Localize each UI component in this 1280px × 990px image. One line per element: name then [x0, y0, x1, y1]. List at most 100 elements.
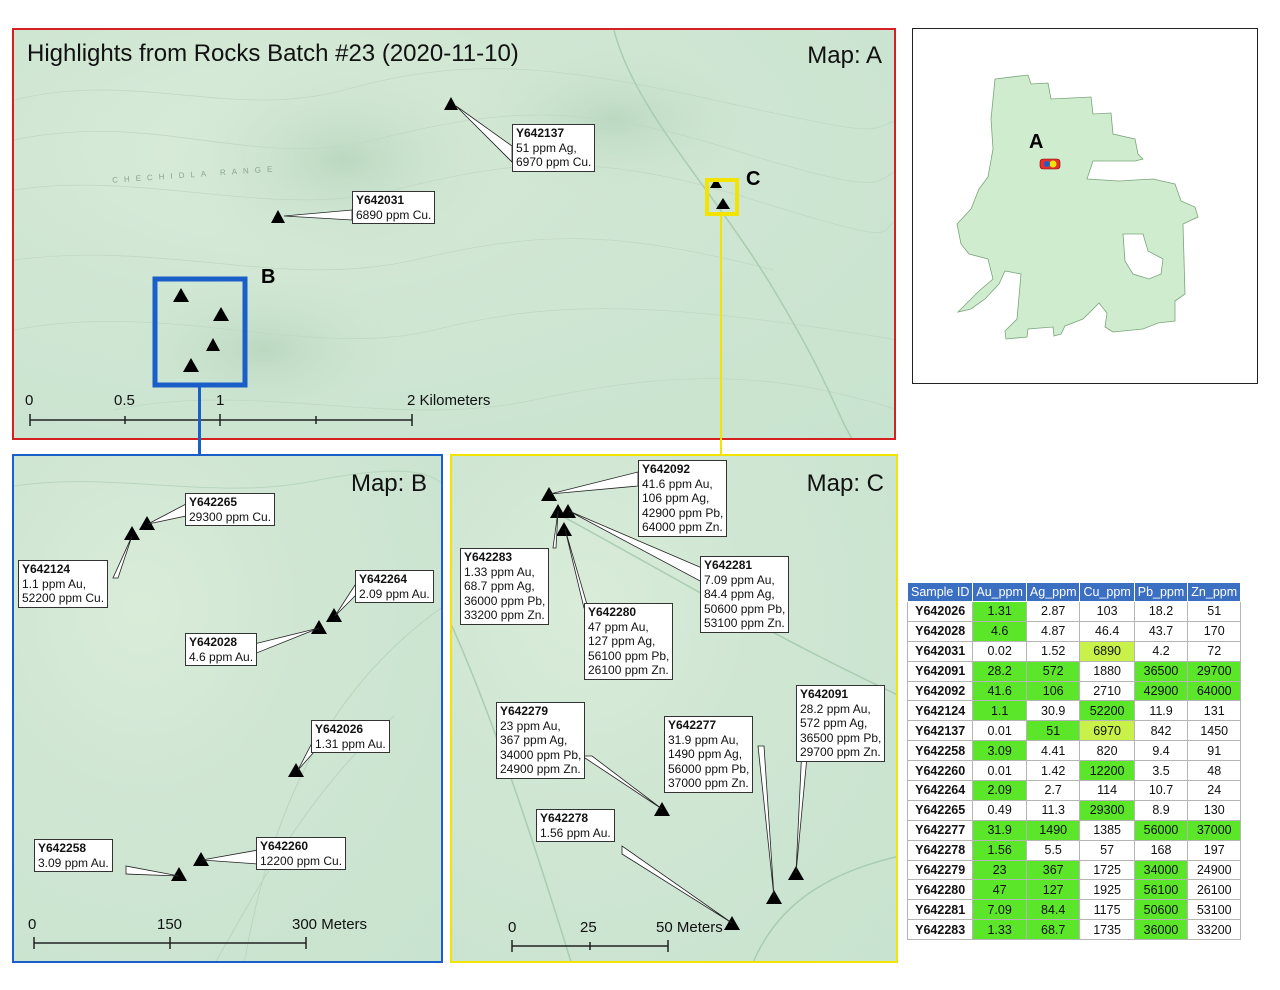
sample-id: Y642028: [189, 635, 238, 649]
value-cell: 52200: [1079, 700, 1135, 722]
value-cell: 84.4: [1025, 899, 1081, 921]
value-cell: 10.7: [1133, 780, 1189, 801]
value-cell: 1.1: [972, 700, 1027, 722]
assay-line: 37000 ppm Zn.: [668, 776, 749, 790]
value-cell: 106: [1025, 680, 1081, 702]
scale-label: 300 Meters: [292, 916, 368, 933]
value-cell: 130: [1187, 799, 1242, 821]
sample-id: Y642091: [800, 687, 849, 701]
value-cell: 91: [1187, 740, 1242, 762]
scale-label: 2 Kilometers: [407, 392, 491, 409]
scale-label: 1: [216, 392, 225, 409]
sample-id-cell: Y642026: [906, 601, 974, 622]
assay-line: 33200 ppm Zn.: [464, 608, 545, 622]
value-cell: 1735: [1079, 919, 1135, 941]
assay-line: 1.1 ppm Au,: [22, 576, 87, 591]
sample-id-cell: Y642031: [906, 640, 974, 662]
assay-line: 106 ppm Ag,: [642, 491, 710, 505]
scale-label: 0: [25, 392, 34, 409]
value-cell: 1925: [1079, 879, 1135, 901]
value-cell: 820: [1079, 740, 1135, 762]
sample-id: Y642278: [540, 811, 589, 825]
value-cell: 2.7: [1025, 780, 1081, 801]
sample-marker: [716, 198, 730, 209]
table-header-row: Sample ID Au_ppm Ag_ppm Cu_ppm Pb_ppm Zn…: [906, 582, 1242, 602]
column-header: Sample ID: [906, 582, 974, 602]
value-cell: 29700: [1187, 660, 1242, 682]
value-cell: 56000: [1133, 819, 1189, 841]
column-header: Cu_ppm: [1079, 582, 1135, 602]
map-b-panel: Map: B Y642265 29300 ppm Cu. Y642124 1.1…: [12, 454, 443, 963]
value-cell: 36000: [1133, 919, 1189, 941]
value-cell: 168: [1133, 839, 1189, 861]
assay-line: 52200 ppm Cu.: [22, 591, 105, 605]
value-cell: 1490: [1025, 819, 1081, 841]
sample-marker: [213, 307, 229, 321]
assay-line: 53100 ppm Zn.: [704, 616, 785, 630]
sample-id-cell: Y642124: [906, 700, 974, 722]
map-c-terrain: [452, 471, 896, 961]
scale-label: 0.5: [114, 392, 135, 409]
map-b-scalebar: [33, 937, 307, 949]
callout-Y642281: Y642281 7.09 ppm Au, 84.4 ppm Ag, 50600 …: [700, 556, 790, 633]
sample-marker: [444, 97, 458, 110]
value-cell: 29300: [1079, 799, 1135, 821]
callout-Y642026: Y642026 1.31 ppm Au.: [311, 720, 390, 753]
value-cell: 1880: [1079, 660, 1135, 682]
assay-line: 28.2 ppm Au,: [800, 701, 871, 716]
value-cell: 103: [1079, 601, 1135, 622]
value-cell: 18.2: [1133, 601, 1189, 622]
value-cell: 1.42: [1025, 760, 1081, 782]
assay-line: 42900 ppm Pb,: [642, 505, 724, 520]
scale-label: 0: [28, 916, 37, 933]
assay-line: 68.7 ppm Ag,: [464, 579, 535, 593]
callout-Y642265: Y642265 29300 ppm Cu.: [185, 493, 276, 526]
value-cell: 5.5: [1025, 839, 1081, 861]
value-cell: 11.3: [1025, 799, 1081, 821]
value-cell: 0.49: [972, 799, 1027, 821]
assay-line: 47 ppm Au,: [588, 619, 649, 634]
assay-line: 84.4 ppm Ag,: [704, 587, 775, 601]
sample-id-cell: Y642278: [906, 839, 974, 861]
sample-id: Y642265: [189, 495, 238, 509]
value-cell: 41.6: [972, 680, 1027, 702]
value-cell: 24900: [1187, 859, 1242, 881]
value-cell: 9.4: [1133, 740, 1189, 762]
sample-marker: [710, 178, 722, 188]
sample-id: Y642124: [22, 562, 71, 576]
value-cell: 43.7: [1133, 620, 1189, 642]
map-b-connector: [198, 385, 201, 455]
callout-Y642091: Y642091 28.2 ppm Au, 572 ppm Ag, 36500 p…: [796, 685, 886, 762]
assay-table: Sample ID Au_ppm Ag_ppm Cu_ppm Pb_ppm Zn…: [906, 582, 1242, 941]
callout-Y642283: Y642283 1.33 ppm Au, 68.7 ppm Ag, 36000 …: [460, 548, 550, 625]
assay-line: 31.9 ppm Au,: [668, 732, 739, 747]
assay-line: 29700 ppm Zn.: [800, 745, 881, 759]
column-header: Pb_ppm: [1133, 582, 1189, 602]
assay-line: 572 ppm Ag,: [800, 716, 868, 730]
value-cell: 367: [1025, 859, 1081, 881]
sample-id: Y642279: [500, 704, 549, 718]
value-cell: 6890: [1079, 640, 1135, 662]
value-cell: 0.02: [972, 640, 1027, 662]
sample-id-cell: Y642264: [906, 780, 974, 801]
inset-a-label: A: [1029, 131, 1044, 153]
value-cell: 33200: [1187, 919, 1242, 941]
assay-line: 1.56 ppm Au.: [540, 825, 611, 840]
sample-id-cell: Y642092: [906, 680, 974, 702]
value-cell: 4.41: [1025, 740, 1081, 762]
box-b-label: B: [261, 266, 276, 288]
scale-label: 0: [508, 919, 517, 936]
value-cell: 4.87: [1025, 620, 1081, 642]
sample-id-cell: Y642283: [906, 919, 974, 941]
value-cell: 1175: [1079, 899, 1135, 921]
assay-table-container: Sample ID Au_ppm Ag_ppm Cu_ppm Pb_ppm Zn…: [906, 582, 1242, 941]
value-cell: 114: [1079, 780, 1135, 801]
value-cell: 3.09: [972, 740, 1027, 762]
column-header: Ag_ppm: [1025, 582, 1081, 602]
value-cell: 3.5: [1133, 760, 1189, 782]
